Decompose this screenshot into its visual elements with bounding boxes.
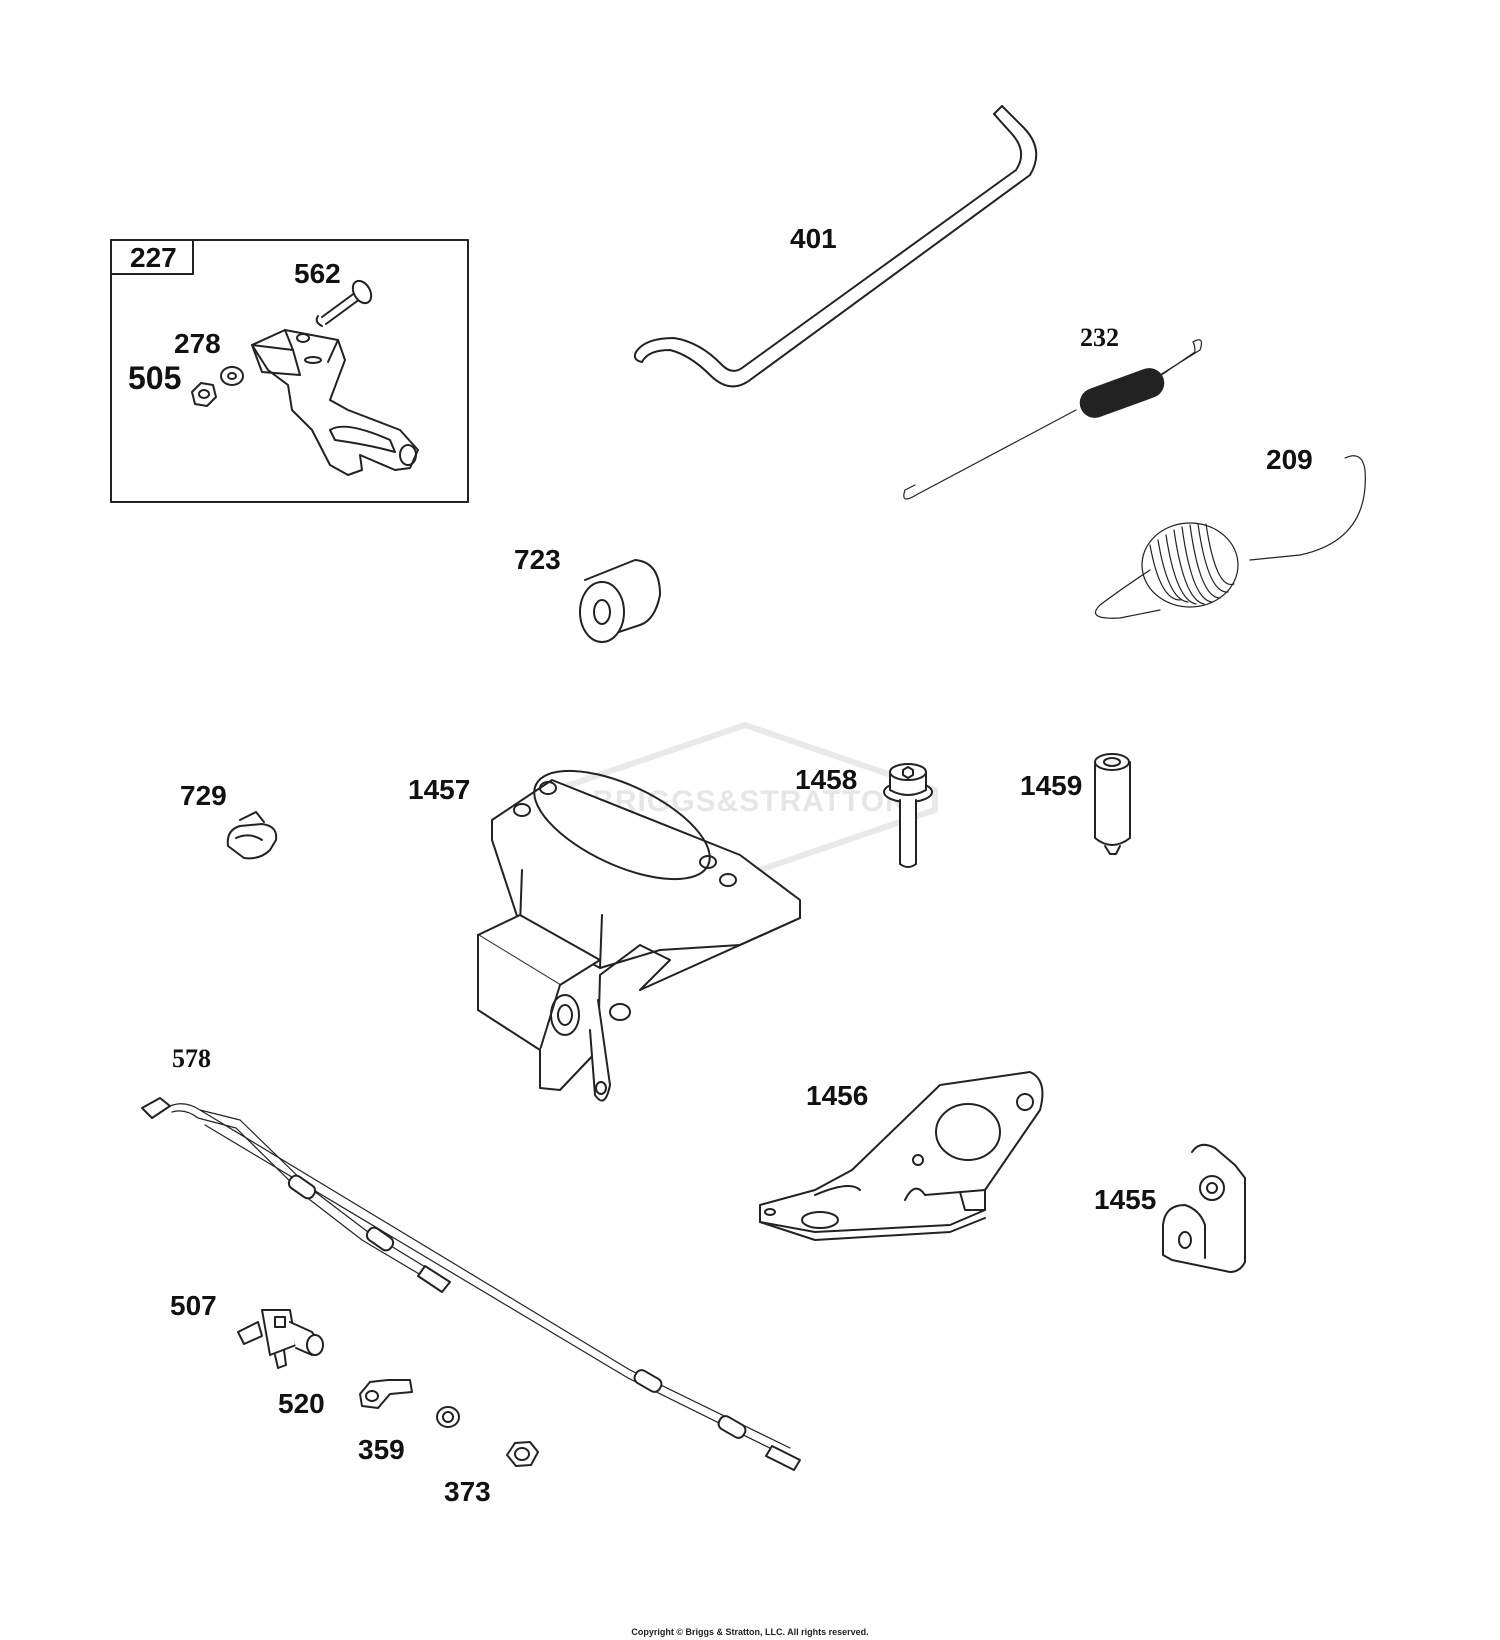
part-1458-bolt bbox=[883, 763, 933, 868]
label-729: 729 bbox=[180, 780, 227, 811]
part-401-rod bbox=[633, 105, 1038, 388]
label-278: 278 bbox=[174, 328, 221, 359]
part-278-washer bbox=[220, 366, 244, 386]
label-1458: 1458 bbox=[795, 764, 858, 795]
part-507-switch bbox=[237, 1309, 324, 1369]
label-359: 359 bbox=[358, 1434, 405, 1465]
part-359-lockwasher bbox=[436, 1406, 460, 1428]
label-723: 723 bbox=[514, 544, 561, 575]
label-1455: 1455 bbox=[1094, 1184, 1157, 1215]
part-209-spring bbox=[1095, 455, 1366, 619]
label-562: 562 bbox=[294, 258, 341, 289]
label-507: 507 bbox=[170, 1290, 217, 1321]
label-373: 373 bbox=[444, 1476, 491, 1507]
kit-box-227 bbox=[110, 239, 469, 503]
label-209: 209 bbox=[1266, 444, 1313, 475]
copyright-notice: Copyright © Briggs & Stratton, LLC. All … bbox=[631, 1627, 869, 1637]
label-1457: 1457 bbox=[408, 774, 471, 805]
part-723-spacer bbox=[579, 559, 661, 643]
part-562-bolt bbox=[315, 279, 373, 327]
part-1457-bracket bbox=[477, 769, 801, 1102]
part-232-spring bbox=[903, 339, 1203, 500]
label-227: 227 bbox=[130, 242, 177, 273]
label-505: 505 bbox=[128, 360, 182, 396]
part-505-nut bbox=[191, 382, 217, 407]
label-232: 232 bbox=[1080, 323, 1119, 352]
label-1459: 1459 bbox=[1020, 770, 1083, 801]
label-578: 578 bbox=[172, 1044, 211, 1073]
part-227-bracket bbox=[251, 329, 419, 476]
part-1456-bracket bbox=[759, 1071, 1044, 1241]
label-401: 401 bbox=[790, 223, 837, 254]
part-1455-bracket bbox=[1162, 1143, 1246, 1273]
part-729-clip bbox=[226, 811, 278, 860]
part-373-nut bbox=[506, 1441, 539, 1467]
part-520-terminal bbox=[359, 1379, 413, 1409]
label-520: 520 bbox=[278, 1388, 325, 1419]
part-578-harness bbox=[141, 1097, 801, 1471]
part-1459-standoff bbox=[1094, 753, 1131, 855]
label-1456: 1456 bbox=[806, 1080, 869, 1111]
